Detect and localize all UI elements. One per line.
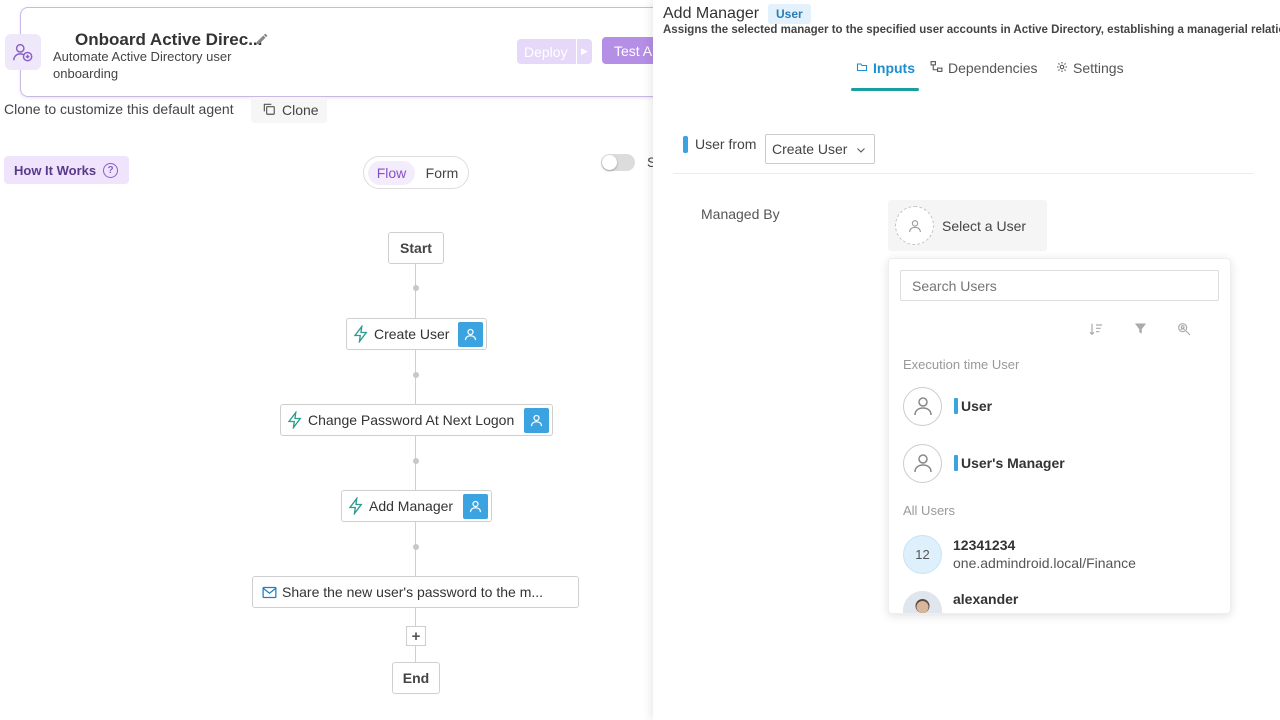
list-item[interactable]: 12 12341234 one.admindroid.local/Finance — [903, 533, 1223, 575]
user-search-icon[interactable] — [1176, 321, 1192, 342]
user-icon — [463, 494, 488, 519]
bolt-icon — [347, 497, 365, 515]
panel-badge: User — [768, 4, 811, 24]
step-config-panel: Add Manager User Assigns the selected ma… — [653, 0, 1280, 720]
user-picker-dropdown: Execution time User User User's Manager … — [888, 258, 1231, 614]
hierarchy-icon — [930, 60, 943, 76]
user-name: User's Manager — [961, 455, 1065, 471]
flow-end-node[interactable]: End — [392, 662, 440, 694]
deploy-label: Deploy — [524, 43, 568, 60]
user-icon — [458, 322, 483, 347]
test-agent-button[interactable]: Test A — [602, 37, 653, 64]
tab-label: Inputs — [873, 60, 915, 76]
tab-inputs[interactable]: Inputs — [856, 60, 915, 76]
select-user-label: Select a User — [942, 217, 1027, 234]
flow-node-create-user[interactable]: Create User — [346, 318, 487, 350]
copy-icon — [262, 102, 276, 119]
chevron-down-icon — [855, 143, 867, 159]
flow-connector — [415, 608, 416, 626]
tab-settings[interactable]: Settings — [1056, 60, 1124, 76]
user-name: User — [961, 398, 993, 414]
user-type-marker — [954, 455, 958, 471]
select-user-button[interactable]: Select a User — [888, 200, 1047, 251]
flow-node-add-manager[interactable]: Add Manager — [341, 490, 492, 522]
active-tab-indicator — [851, 88, 919, 91]
bolt-icon — [286, 411, 304, 429]
user-ou: one.admindroid.local/Finance — [953, 555, 1136, 571]
flow-node-label: Create User — [374, 326, 450, 342]
edit-pencil-icon[interactable] — [255, 32, 269, 51]
switch-label: S — [647, 154, 653, 170]
user-placeholder-icon — [895, 206, 934, 245]
user-avatar-icon — [903, 443, 942, 483]
search-users-input[interactable] — [900, 270, 1219, 301]
user-from-label: User from — [695, 136, 757, 152]
help-icon: ? — [103, 162, 119, 178]
toggle-switch[interactable] — [601, 154, 635, 171]
clone-button[interactable]: Clone — [251, 97, 327, 123]
clone-label: Clone — [282, 102, 319, 118]
user-name: 12341234 — [953, 537, 1016, 553]
list-item[interactable]: User's Manager — [903, 442, 1223, 484]
switch-knob — [602, 155, 617, 170]
add-user-icon — [5, 34, 41, 70]
flow-node-share-password[interactable]: Share the new user's password to the m..… — [252, 576, 579, 608]
flow-dot — [413, 285, 419, 291]
flow-view-tab[interactable]: Flow — [368, 161, 415, 185]
tab-dependencies[interactable]: Dependencies — [930, 60, 1038, 76]
user-photo-avatar — [903, 590, 942, 613]
deploy-button[interactable]: Deploy ▶ — [517, 39, 592, 64]
flow-dot — [413, 544, 419, 550]
folder-icon — [856, 60, 868, 76]
form-view-tab[interactable]: Form — [425, 165, 459, 181]
list-item[interactable]: alexander — [903, 589, 1223, 613]
add-step-button[interactable]: + — [406, 626, 426, 646]
agent-title: Onboard Active Direc... — [75, 30, 263, 49]
flow-dot — [413, 372, 419, 378]
user-name: alexander — [953, 591, 1019, 607]
panel-tabs: Inputs Dependencies Settings — [653, 56, 1280, 94]
how-it-works-button[interactable]: How It Works ? — [4, 156, 129, 184]
flow-node-label: Change Password At Next Logon — [308, 412, 515, 428]
required-marker — [683, 136, 688, 153]
all-users-label: All Users — [903, 503, 956, 518]
managed-by-label: Managed By — [701, 206, 780, 222]
mail-icon — [261, 584, 278, 601]
agent-canvas: Onboard Active Direc... Automate Active … — [4, 7, 653, 694]
bolt-icon — [352, 325, 370, 343]
list-item[interactable]: User — [903, 385, 1223, 427]
filter-icon[interactable] — [1133, 321, 1148, 341]
user-avatar-icon — [903, 386, 942, 426]
flow-start-node[interactable]: Start — [388, 232, 444, 264]
user-icon — [524, 408, 549, 433]
user-type-marker — [954, 398, 958, 414]
panel-description: Assigns the selected manager to the spec… — [663, 24, 1280, 36]
deploy-dropdown-icon[interactable]: ▶ — [576, 39, 592, 64]
gear-icon — [1056, 60, 1068, 76]
flow-connector — [415, 646, 416, 662]
user-initials-avatar: 12 — [903, 534, 942, 574]
tab-label: Settings — [1073, 60, 1124, 76]
flow-connector — [415, 264, 416, 318]
sort-icon[interactable] — [1088, 321, 1104, 342]
clone-note: Clone to customize this default agent — [4, 101, 234, 117]
section-divider — [673, 173, 1253, 174]
user-from-value: Create User — [772, 141, 848, 157]
agent-description: Automate Active Directory user onboardin… — [53, 49, 232, 81]
view-toggle: Flow Form — [363, 156, 469, 189]
panel-title: Add Manager — [663, 5, 760, 22]
user-from-select[interactable]: Create User — [765, 134, 875, 164]
agent-card: Onboard Active Direc... Automate Active … — [5, 7, 653, 97]
flow-node-label: Share the new user's password to the m..… — [282, 584, 544, 600]
flow-node-label: Add Manager — [369, 498, 454, 514]
flow-node-change-password[interactable]: Change Password At Next Logon — [280, 404, 553, 436]
how-it-works-label: How It Works — [14, 162, 97, 178]
flow-dot — [413, 458, 419, 464]
tab-label: Dependencies — [948, 60, 1038, 76]
execution-time-label: Execution time User — [903, 357, 1020, 372]
